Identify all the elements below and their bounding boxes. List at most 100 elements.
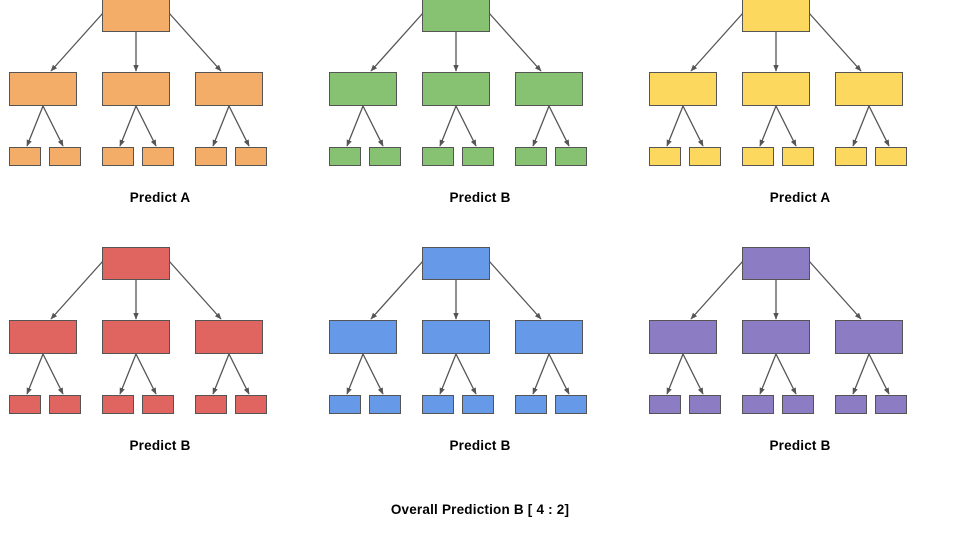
tree-edge [135,353,157,395]
decision-tree-3: Predict A [640,0,960,220]
tree-leaf-node-5 [835,395,867,414]
tree-leaf-node-5 [835,147,867,166]
tree-branch-node-3 [835,72,903,106]
tree-leaf-node-4 [782,395,814,414]
tree-branch-node-1 [9,320,77,354]
tree-edge [690,260,744,320]
decision-tree-5: Predict B [320,247,640,468]
tree-edge [135,105,157,147]
tree-leaf-node-4 [462,147,494,166]
tree-leaf-node-5 [195,147,227,166]
tree-leaf-node-3 [422,395,454,414]
tree-leaf-node-1 [649,395,681,414]
tree-leaf-node-2 [689,147,721,166]
tree-leaf-node-3 [102,395,134,414]
tree-leaf-node-4 [142,147,174,166]
tree-branch-node-3 [515,320,583,354]
tree-edge [168,260,222,320]
tree-leaf-node-2 [49,147,81,166]
tree-leaf-node-3 [742,147,774,166]
tree-leaf-node-2 [369,395,401,414]
tree-edge [868,105,890,147]
tree-edge [26,105,44,147]
tree-branch-node-2 [102,72,170,106]
tree-edge [362,353,384,395]
tree-leaf-node-6 [555,395,587,414]
tree-leaf-node-6 [875,147,907,166]
tree-branch-node-2 [742,320,810,354]
tree-branch-node-3 [195,320,263,354]
tree-branch-node-1 [9,72,77,106]
tree-edge [808,12,862,72]
tree-branch-node-3 [195,72,263,106]
tree-edge [455,353,477,395]
tree-root-node [422,247,490,280]
tree-leaf-node-6 [235,395,267,414]
tree-edge [852,353,870,395]
tree-edge [488,260,542,320]
tree-edge [666,105,684,147]
tree-edge [168,12,222,72]
tree-prediction-caption-6: Predict B [769,438,831,453]
tree-edge [775,353,797,395]
tree-edge [759,353,777,395]
tree-root-node [742,247,810,280]
tree-prediction-caption-4: Predict B [129,438,191,453]
tree-edge [690,12,744,72]
tree-edge [362,105,384,147]
tree-branch-node-2 [102,320,170,354]
tree-edge [488,12,542,72]
decision-tree-2: Predict B [320,0,640,220]
tree-edge [42,105,64,147]
tree-prediction-caption-1: Predict A [129,190,191,205]
tree-leaf-node-6 [875,395,907,414]
tree-leaf-node-3 [742,395,774,414]
tree-leaf-node-1 [649,147,681,166]
tree-edge [666,353,684,395]
decision-tree-1: Predict A [0,0,320,220]
tree-branch-node-1 [329,72,397,106]
tree-edges-2 [346,12,570,147]
tree-edges-4 [26,260,250,395]
tree-edge [346,105,364,147]
tree-leaf-node-4 [142,395,174,414]
tree-edge [775,105,797,147]
tree-leaf-node-5 [515,147,547,166]
tree-edges-6 [666,260,890,395]
tree-edge [439,353,457,395]
tree-leaf-node-2 [369,147,401,166]
overall-prediction-label: Overall Prediction B [ 4 : 2] [390,502,570,517]
tree-leaf-node-1 [329,395,361,414]
tree-edge [548,353,570,395]
tree-branch-node-1 [329,320,397,354]
tree-edge [532,353,550,395]
tree-prediction-caption-3: Predict A [769,190,831,205]
tree-leaf-node-4 [782,147,814,166]
tree-root-node [742,0,810,32]
tree-leaf-node-6 [555,147,587,166]
tree-edge [212,353,230,395]
tree-leaf-node-3 [102,147,134,166]
tree-root-node [102,247,170,280]
tree-leaf-node-3 [422,147,454,166]
tree-edges-1 [26,12,250,147]
tree-leaf-node-6 [235,147,267,166]
tree-edges-3 [666,12,890,147]
tree-branch-node-2 [422,320,490,354]
tree-leaf-node-5 [195,395,227,414]
tree-edge [26,353,44,395]
tree-edge [455,105,477,147]
tree-edge [532,105,550,147]
tree-edge [682,353,704,395]
tree-prediction-caption-2: Predict B [449,190,511,205]
tree-branch-node-2 [422,72,490,106]
tree-root-node [422,0,490,32]
tree-leaf-node-2 [49,395,81,414]
tree-edge [370,260,424,320]
tree-edge [50,12,104,72]
decision-tree-6: Predict B [640,247,960,468]
tree-branch-node-3 [835,320,903,354]
tree-edges-5 [346,260,570,395]
tree-leaf-node-4 [462,395,494,414]
